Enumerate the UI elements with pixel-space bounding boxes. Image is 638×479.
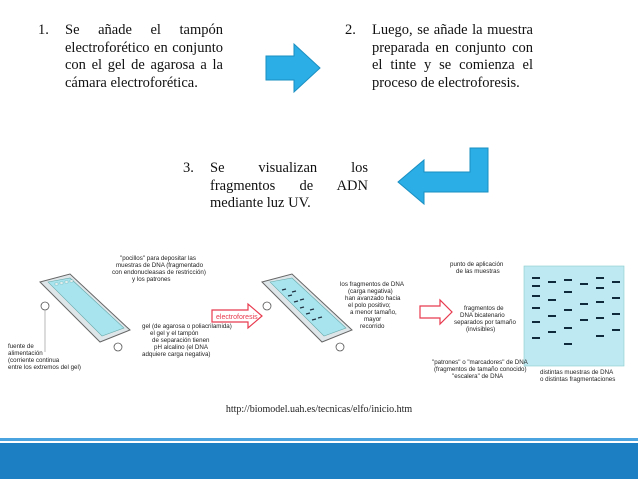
step-2-text: Luego, se añade la muestra preparada en … <box>372 22 533 91</box>
step-1: 1. Se añade el tampón electroforético en… <box>38 22 223 122</box>
bottom-accent-line <box>0 438 638 441</box>
electrophoresis-figure: "pocillos" para depositar las muestras d… <box>8 255 625 383</box>
step-1-text: Se añade el tampón electroforético en co… <box>65 22 223 91</box>
label-pocillos: "pocillos" para depositar las muestras d… <box>112 255 208 283</box>
result-arrow <box>419 298 453 326</box>
label-gel: gel (de agarosa o poliacrilamida) el gel… <box>142 323 234 358</box>
right-arrow-icon <box>265 42 321 94</box>
label-patrones: "patrones" o "marcadores" de DNA (fragme… <box>432 359 529 380</box>
step-2: 2. Luego, se añade la muestra preparada … <box>345 22 533 122</box>
bent-arrow-icon <box>397 147 489 206</box>
label-fragmentos: los fragmentos de DNA (carga negativa) h… <box>340 281 405 330</box>
step-1-number: 1. <box>38 22 49 38</box>
gel-chamber-1 <box>39 273 131 352</box>
bottom-bar <box>0 443 638 479</box>
step-3-number: 3. <box>183 160 194 176</box>
step-3: 3. Se visualizan los fragmentos de ADN m… <box>183 160 368 220</box>
label-fuente: fuente de alimentación (corriente contin… <box>8 343 81 371</box>
gel-chamber-2 <box>261 273 353 352</box>
step-2-number: 2. <box>345 22 356 38</box>
label-punto: punto de aplicación de las muestras <box>450 261 505 275</box>
final-gel <box>523 265 625 367</box>
step-3-text: Se visualizan los fragmentos de ADN medi… <box>210 160 368 211</box>
source-url[interactable]: http://biomodel.uah.es/tecnicas/elfo/ini… <box>225 404 413 415</box>
electroforesis-arrow: electroforesis <box>211 302 263 330</box>
label-electroforesis: electroforesis <box>216 314 258 321</box>
label-distintas: distintas muestras de DNA o distintas fr… <box>540 369 615 383</box>
label-bicatenario: fragmentos de DNA bicatenario separados … <box>454 305 518 333</box>
